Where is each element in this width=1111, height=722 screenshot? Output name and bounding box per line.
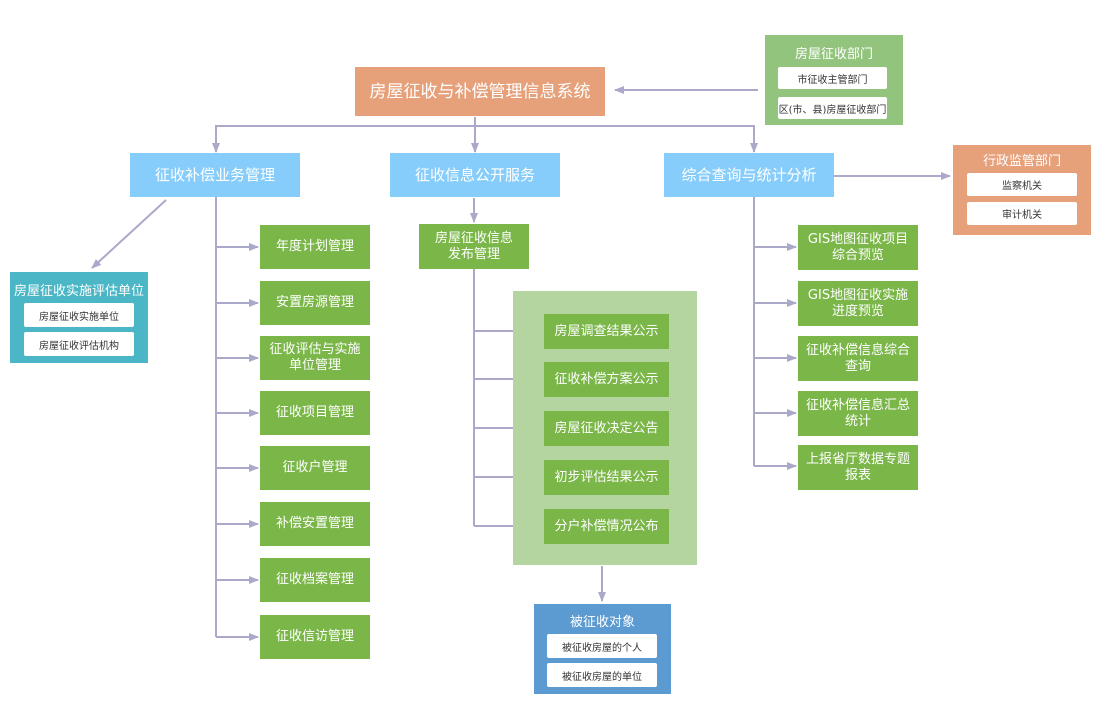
eval-unit-item: 房屋征收评估机构: [24, 332, 134, 356]
publish-node: 房屋征收信息发布管理: [419, 224, 529, 269]
target-title: 被征收对象: [569, 615, 635, 630]
module-query: 综合查询与统计分析: [664, 153, 834, 197]
target-panel: 被征收对象 被征收房屋的个人 被征收房屋的单位: [534, 604, 671, 694]
public-item: 房屋调查结果公示: [544, 314, 669, 349]
public-item: 初步评估结果公示: [544, 460, 669, 495]
business-item: 征收项目管理: [260, 391, 370, 435]
query-item-label: GIS地图征收项目综合预览: [807, 231, 909, 263]
module-public: 征收信息公开服务: [390, 153, 560, 197]
dept-title: 房屋征收部门: [794, 47, 873, 62]
query-item: 征收补偿信息汇总统计: [798, 391, 918, 436]
business-item: 征收信访管理: [260, 615, 370, 659]
eval-unit-title: 房屋征收实施评估单位: [13, 284, 144, 299]
query-item-label: 上报省厅数据专题报表: [805, 451, 910, 483]
public-item: 分户补偿情况公布: [544, 509, 669, 544]
eval-unit-item: 房屋征收实施单位: [24, 303, 134, 327]
business-item: 征收档案管理: [260, 558, 370, 602]
query-item-label: 征收补偿信息综合查询: [805, 342, 910, 374]
eval-unit-panel: 房屋征收实施评估单位 房屋征收实施单位 房屋征收评估机构: [10, 272, 148, 363]
query-item: GIS地图征收实施进度预览: [798, 281, 918, 326]
dept-panel: 房屋征收部门 市征收主管部门 区(市、县)房屋征收部门: [765, 35, 903, 125]
query-item: 征收补偿信息综合查询: [798, 336, 918, 381]
admin-panel: 行政监管部门 监察机关 审计机关: [953, 145, 1091, 235]
public-item: 房屋征收决定公告: [544, 411, 669, 446]
business-item: 补偿安置管理: [260, 502, 370, 546]
query-item-label: 征收补偿信息汇总统计: [805, 397, 910, 429]
query-item-label: GIS地图征收实施进度预览: [807, 287, 909, 319]
dept-item: 区(市、县)房屋征收部门: [778, 97, 887, 119]
business-item: 年度计划管理: [260, 225, 370, 269]
target-item: 被征收房屋的个人: [547, 634, 657, 658]
query-item: GIS地图征收项目综合预览: [798, 225, 918, 270]
public-item: 征收补偿方案公示: [544, 362, 669, 397]
admin-item: 监察机关: [967, 173, 1077, 196]
dept-item: 市征收主管部门: [778, 67, 887, 89]
system-node: 房屋征收与补偿管理信息系统: [355, 67, 605, 116]
business-item: 征收户管理: [260, 446, 370, 490]
query-item: 上报省厅数据专题报表: [798, 445, 918, 490]
admin-title: 行政监管部门: [982, 154, 1061, 169]
business-item: 安置房源管理: [260, 281, 370, 325]
admin-item: 审计机关: [967, 202, 1077, 225]
business-item-label: 征收评估与实施单位管理: [269, 342, 361, 373]
target-item: 被征收房屋的单位: [547, 663, 657, 687]
arrow-business-to-eval: [91, 199, 167, 269]
publish-label: 房屋征收信息发布管理: [434, 230, 513, 262]
module-business: 征收补偿业务管理: [130, 153, 300, 197]
business-item: 征收评估与实施单位管理: [260, 336, 370, 380]
